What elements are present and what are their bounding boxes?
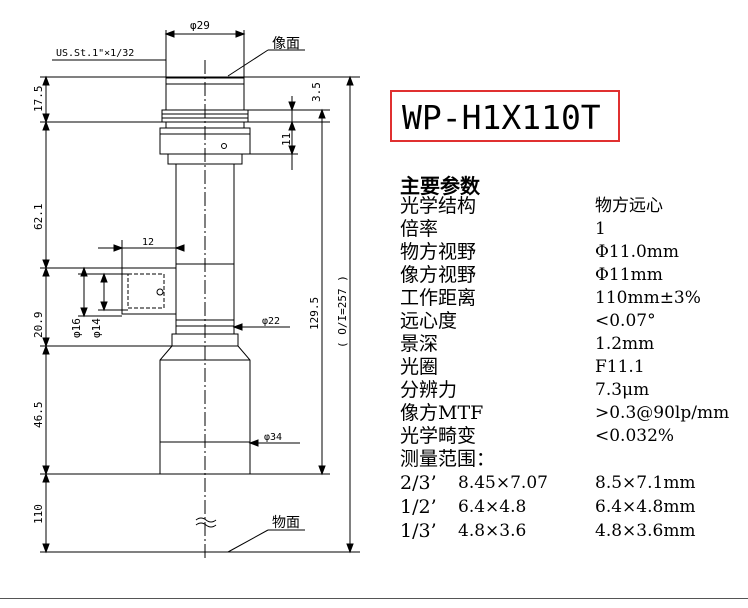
spec-value: Φ11.0mm	[595, 242, 680, 262]
spec-value: >0.3@90lp/mm	[595, 403, 730, 423]
image-plane-label: 像面	[272, 36, 300, 52]
spec-label: 工作距离	[400, 287, 477, 309]
dim-62-1-label: 62.1	[32, 204, 45, 231]
phi22-label: φ22	[262, 316, 280, 327]
dim-oi-label: ( O/I=257 )	[336, 275, 349, 348]
dim-17-5-label: 17.5	[32, 86, 45, 113]
dim-20-9-label: 20.9	[32, 312, 45, 339]
range-sensor: 1/3’	[400, 520, 437, 542]
dim-11-label: 11	[280, 133, 293, 146]
spec-label: 远心度	[400, 310, 458, 332]
dim-12-label: 12	[142, 237, 154, 248]
spec-label: 分辨力	[400, 379, 458, 401]
spec-label: 光学畸变	[400, 425, 477, 447]
spec-value: 1	[595, 219, 606, 239]
mount-label: US.St.1"×1/32	[56, 48, 134, 59]
range-value: 6.4×4.8mm	[595, 497, 696, 517]
bottom-divider	[0, 598, 748, 599]
spec-value: <0.07°	[595, 311, 656, 331]
range-sensor: 2/3’	[400, 472, 437, 494]
phi29-label: φ29	[190, 19, 210, 32]
spec-label: 像方视野	[400, 264, 477, 286]
dim-129-5-label: 129.5	[308, 297, 321, 330]
spec-value: F11.1	[595, 357, 645, 377]
range-size: 6.4×4.8	[458, 497, 527, 517]
range-size: 8.45×7.07	[458, 473, 548, 493]
spec-value: 110mm±3%	[595, 288, 701, 308]
model-title: WP-H1X110T	[402, 98, 601, 137]
model-title-box: WP-H1X110T	[390, 90, 620, 142]
spec-label: 光学结构	[400, 195, 477, 217]
phi34-label: φ34	[264, 432, 282, 443]
spec-value: Φ11mm	[595, 265, 663, 285]
dim-110-label: 110	[32, 504, 45, 524]
range-size: 4.8×3.6	[458, 521, 527, 541]
range-value: 8.5×7.1mm	[595, 473, 696, 493]
spec-label: 光圈	[400, 356, 439, 378]
spec-value: 7.3μm	[595, 380, 650, 400]
range-heading: 测量范围：	[400, 448, 496, 470]
phi16-label: φ16	[70, 318, 83, 338]
phi14-label: φ14	[90, 318, 103, 338]
specs-heading: 主要参数	[400, 174, 480, 198]
spec-label: 像方MTF	[400, 402, 484, 424]
dim-3-5-label: 3.5	[310, 82, 323, 102]
spec-label: 物方视野	[400, 241, 477, 263]
range-value: 4.8×3.6mm	[595, 521, 696, 541]
spec-value: 物方远心	[595, 196, 663, 216]
spec-value: <0.032%	[595, 426, 675, 446]
range-sensor: 1/2’	[400, 496, 437, 518]
dim-46-5-label: 46.5	[32, 402, 45, 429]
object-plane-label: 物面	[272, 515, 300, 531]
spec-label: 景深	[400, 333, 439, 355]
spec-value: 1.2mm	[595, 334, 655, 354]
spec-label: 倍率	[400, 218, 439, 240]
